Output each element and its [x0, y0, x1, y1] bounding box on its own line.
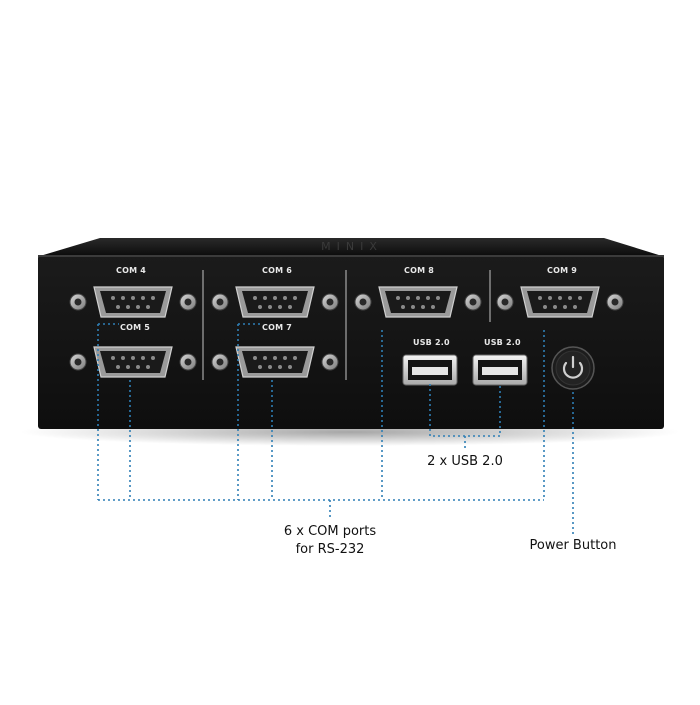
com8-label: COM 8 — [404, 266, 434, 275]
com9-port[interactable] — [496, 286, 624, 318]
screw-post — [321, 353, 339, 371]
usb-port-b-label: USB 2.0 — [484, 338, 521, 347]
brand-mark: MINIX — [321, 240, 383, 253]
usb-port-a-label: USB 2.0 — [413, 338, 450, 347]
com5-port[interactable] — [69, 346, 197, 378]
com-callout-lines — [97, 323, 545, 520]
com6-label: COM 6 — [262, 266, 292, 275]
screw-post — [179, 293, 197, 311]
chassis-front — [38, 255, 664, 429]
screw-post — [354, 293, 372, 311]
power-callout-label: Power Button — [529, 538, 617, 553]
usb-port-a[interactable] — [402, 354, 458, 386]
screw-post — [179, 353, 197, 371]
com8-port[interactable] — [354, 286, 482, 318]
screw-post — [211, 293, 229, 311]
com7-label: COM 7 — [262, 323, 292, 332]
screw-post — [69, 293, 87, 311]
com6-port[interactable] — [211, 286, 339, 318]
screw-post — [211, 353, 229, 371]
com-callout-label-line2: for RS-232 — [295, 542, 365, 557]
com4-label: COM 4 — [116, 266, 146, 275]
usb-port-b[interactable] — [472, 354, 528, 386]
power-icon — [562, 361, 584, 379]
screw-post — [69, 353, 87, 371]
com7-port[interactable] — [211, 346, 339, 378]
usb-callout-lines — [429, 384, 501, 450]
screw-post — [464, 293, 482, 311]
chassis-edge — [38, 255, 664, 257]
chassis-top — [40, 238, 662, 256]
com5-label: COM 5 — [120, 323, 150, 332]
usb-callout-label: 2 x USB 2.0 — [427, 454, 503, 469]
screw-post — [606, 293, 624, 311]
power-button[interactable] — [551, 346, 595, 390]
screw-post — [496, 293, 514, 311]
com9-label: COM 9 — [547, 266, 577, 275]
screw-post — [321, 293, 339, 311]
com-callout-label-line1: 6 x COM ports — [283, 524, 377, 539]
com4-port[interactable] — [69, 286, 197, 318]
